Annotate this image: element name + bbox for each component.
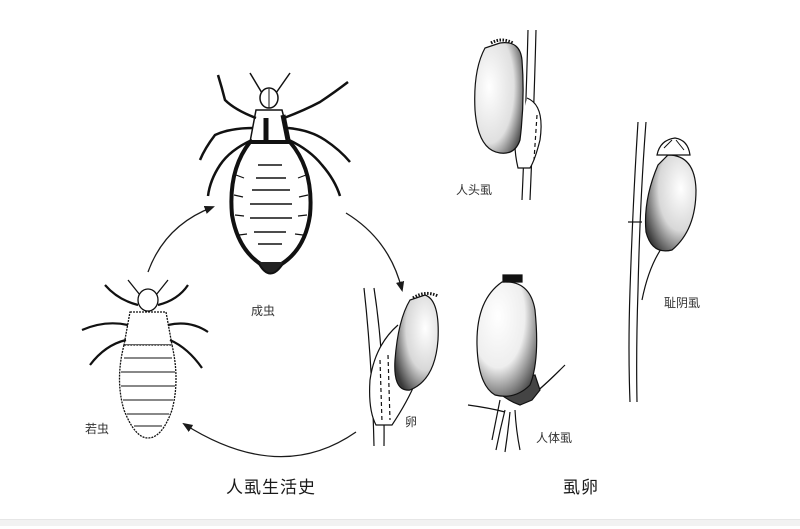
caption-lice-eggs: 虱卵 bbox=[563, 478, 599, 498]
label-nymph: 若虫 bbox=[85, 422, 110, 436]
caption-life-cycle: 人虱生活史 bbox=[226, 478, 316, 498]
label-adult: 成虫 bbox=[251, 304, 276, 318]
label-head-louse-egg: 人头虱 bbox=[456, 183, 493, 197]
head-louse-egg-illustration bbox=[474, 29, 542, 201]
pubic-louse-egg-illustration bbox=[628, 121, 697, 403]
label-pubic-louse-egg: 耻阴虱 bbox=[664, 296, 701, 310]
cycle-egg-illustration bbox=[363, 287, 439, 447]
body-louse-egg-illustration bbox=[467, 274, 566, 453]
arrow-nymph-to-adult bbox=[147, 206, 215, 273]
adult-louse-illustration bbox=[198, 72, 351, 275]
bottom-divider bbox=[0, 519, 800, 526]
label-egg: 卵 bbox=[405, 415, 418, 429]
cycle-arrows bbox=[147, 206, 405, 458]
arrow-adult-to-egg bbox=[345, 212, 405, 293]
nymph-illustration bbox=[81, 279, 209, 439]
arrow-egg-to-nymph bbox=[182, 422, 357, 458]
label-body-louse-egg: 人体虱 bbox=[536, 431, 573, 445]
